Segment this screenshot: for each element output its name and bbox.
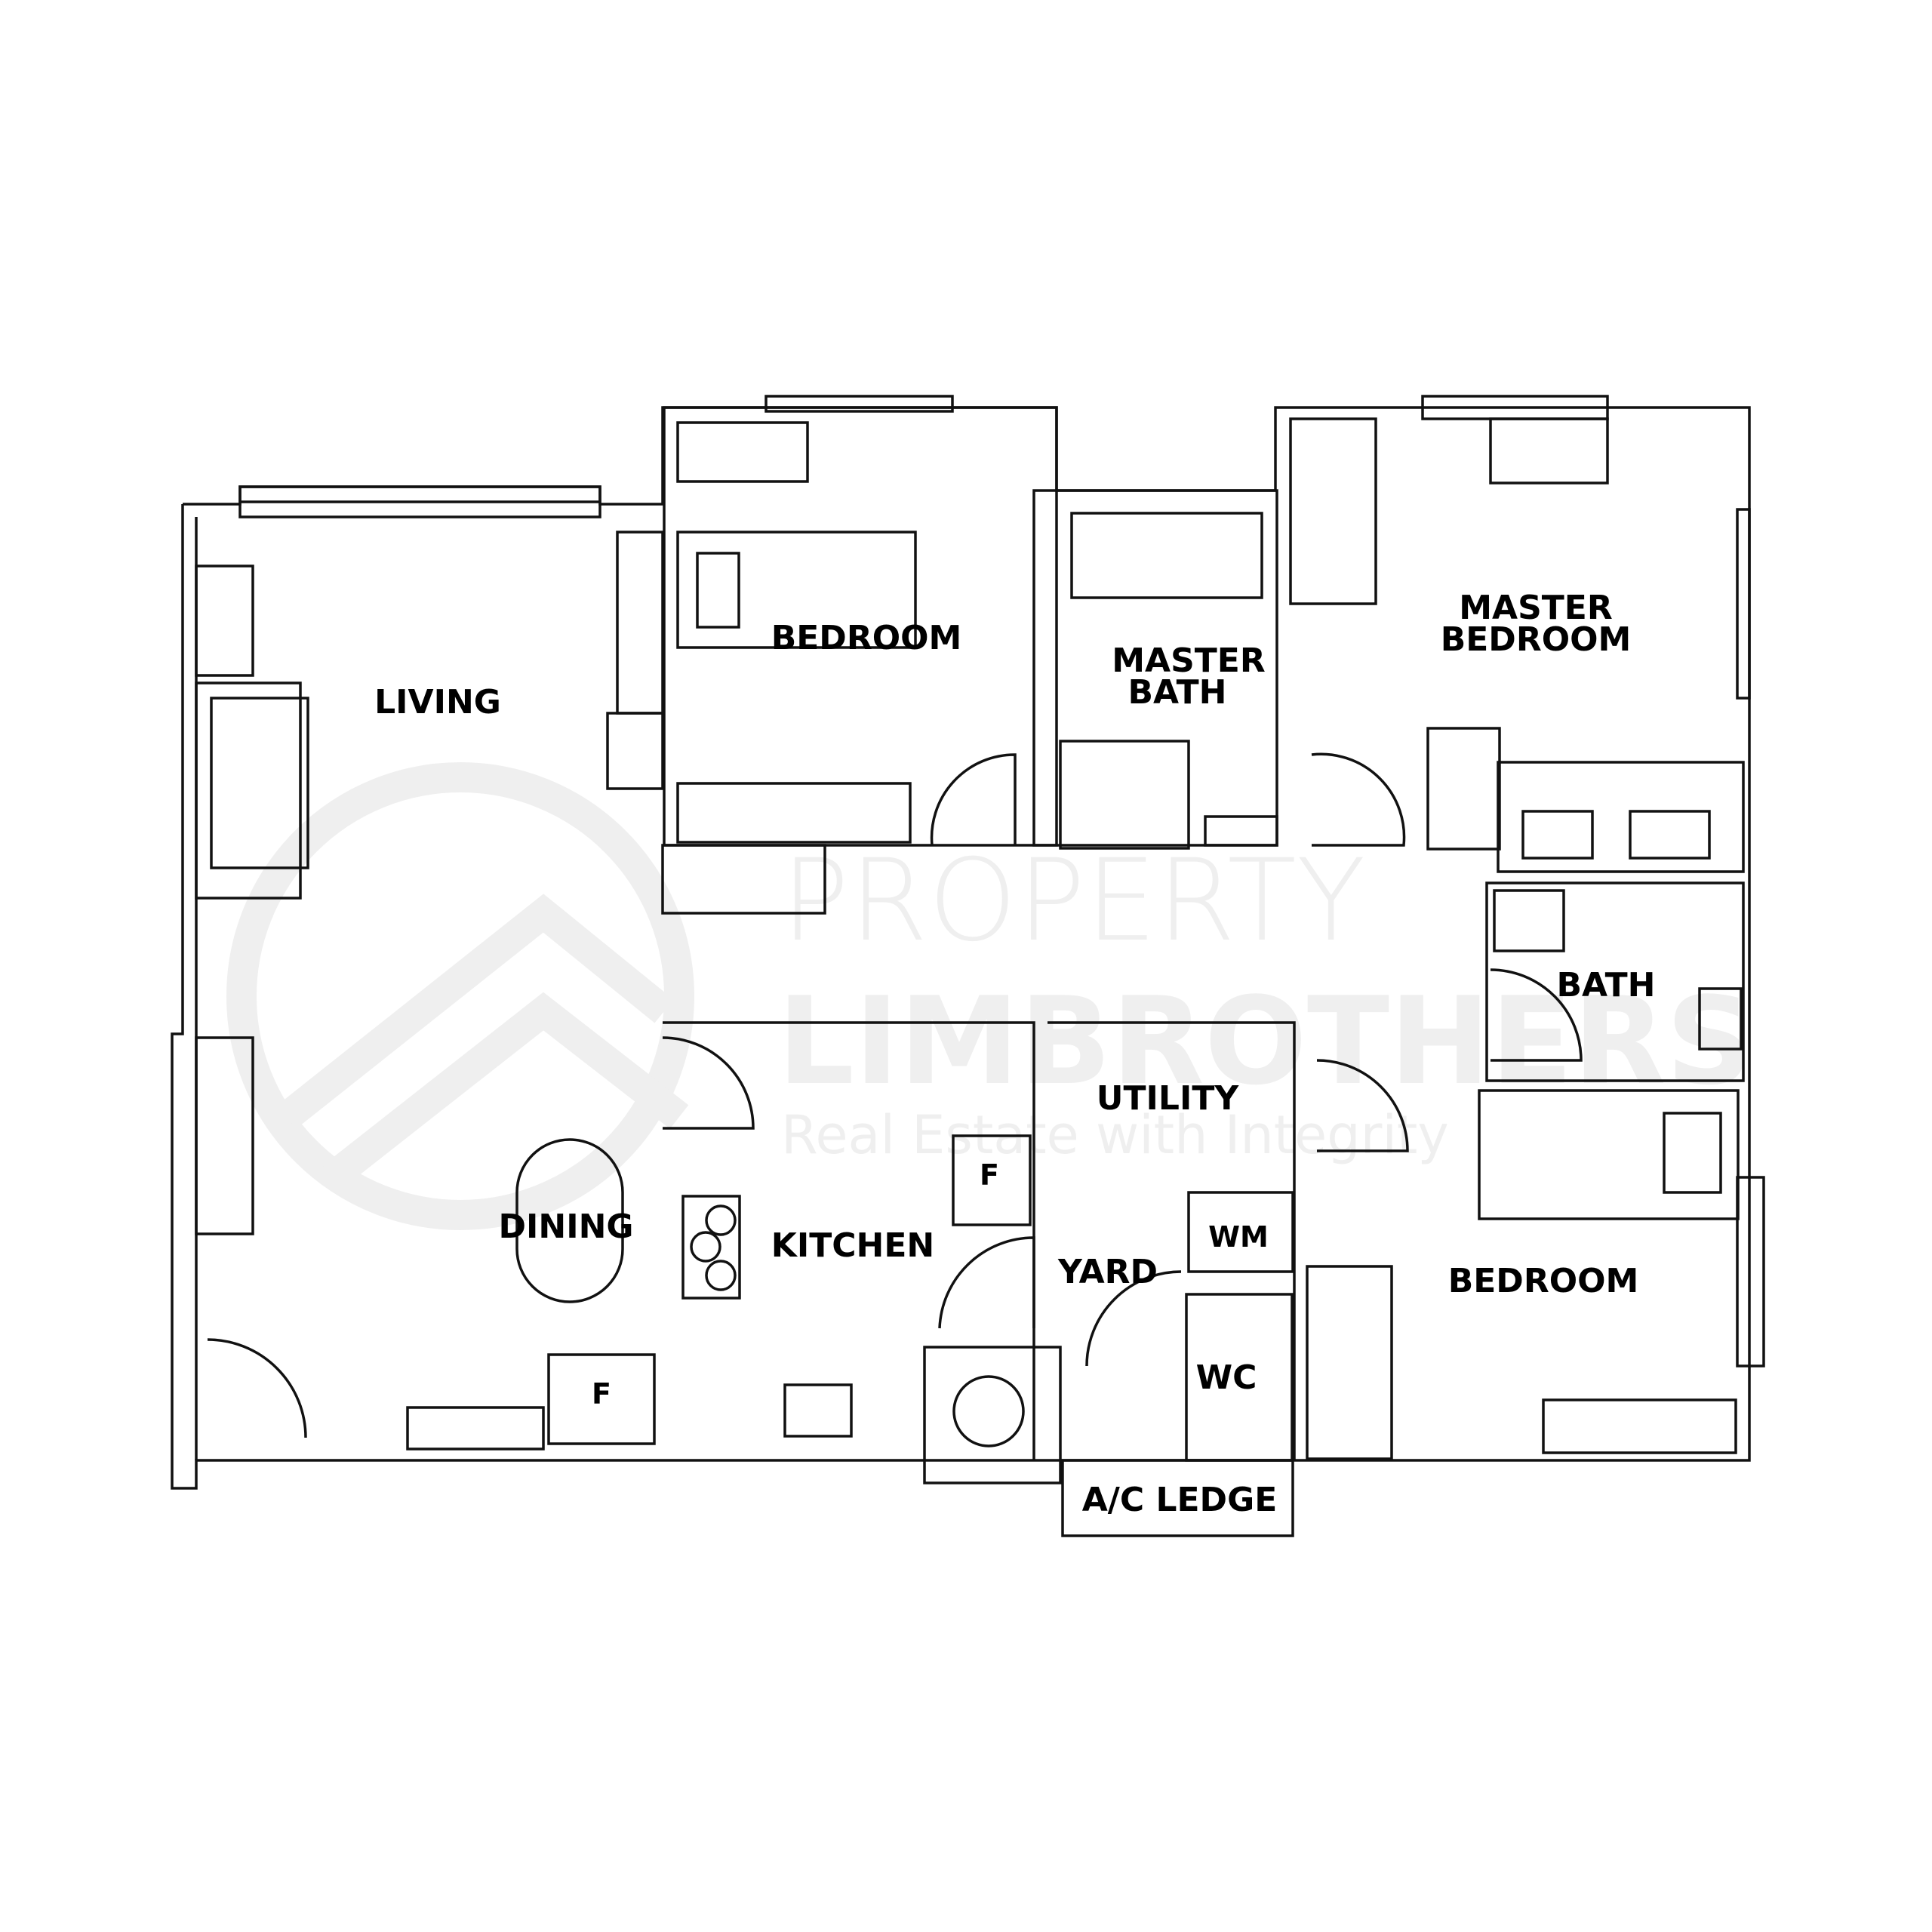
watermark: PROPERTY LIMBROTHERS Real Estate with In…: [226, 762, 1753, 1230]
fridge-label-kitchen: F: [980, 1158, 999, 1192]
room-label-master-bedroom-line1: MASTER: [1459, 589, 1612, 627]
room-label-yard: YARD: [1057, 1253, 1158, 1291]
room-label-utility: UTILITY: [1097, 1079, 1240, 1118]
walls: [171, 395, 1765, 1537]
watermark-line1: PROPERTY: [781, 835, 1366, 967]
watermark-line2: LIMBROTHERS: [777, 971, 1753, 1112]
room-label-living: LIVING: [374, 683, 501, 721]
room-label-ac-ledge: A/C LEDGE: [1082, 1481, 1278, 1519]
room-label-master-bath-line2: BATH: [1128, 673, 1226, 712]
washing-machine-label: WM: [1208, 1220, 1269, 1254]
room-label-dining: DINING: [498, 1208, 633, 1246]
room-label-bedroom-2: BEDROOM: [1448, 1262, 1639, 1300]
fridge-label-dining: F: [592, 1377, 611, 1411]
room-label-master-bath-line1: MASTER: [1112, 641, 1265, 680]
room-label-bath: BATH: [1556, 966, 1655, 1004]
room-label-kitchen: KITCHEN: [771, 1226, 934, 1265]
watermark-line3: Real Estate with Integrity: [781, 1104, 1449, 1166]
room-labels: LIVING BEDROOM MASTER BATH MASTER BEDROO…: [374, 589, 1655, 1519]
room-label-master-bedroom-line2: BEDROOM: [1441, 620, 1632, 659]
room-label-wc: WC: [1196, 1358, 1257, 1397]
room-label-bedroom-1: BEDROOM: [771, 619, 962, 657]
